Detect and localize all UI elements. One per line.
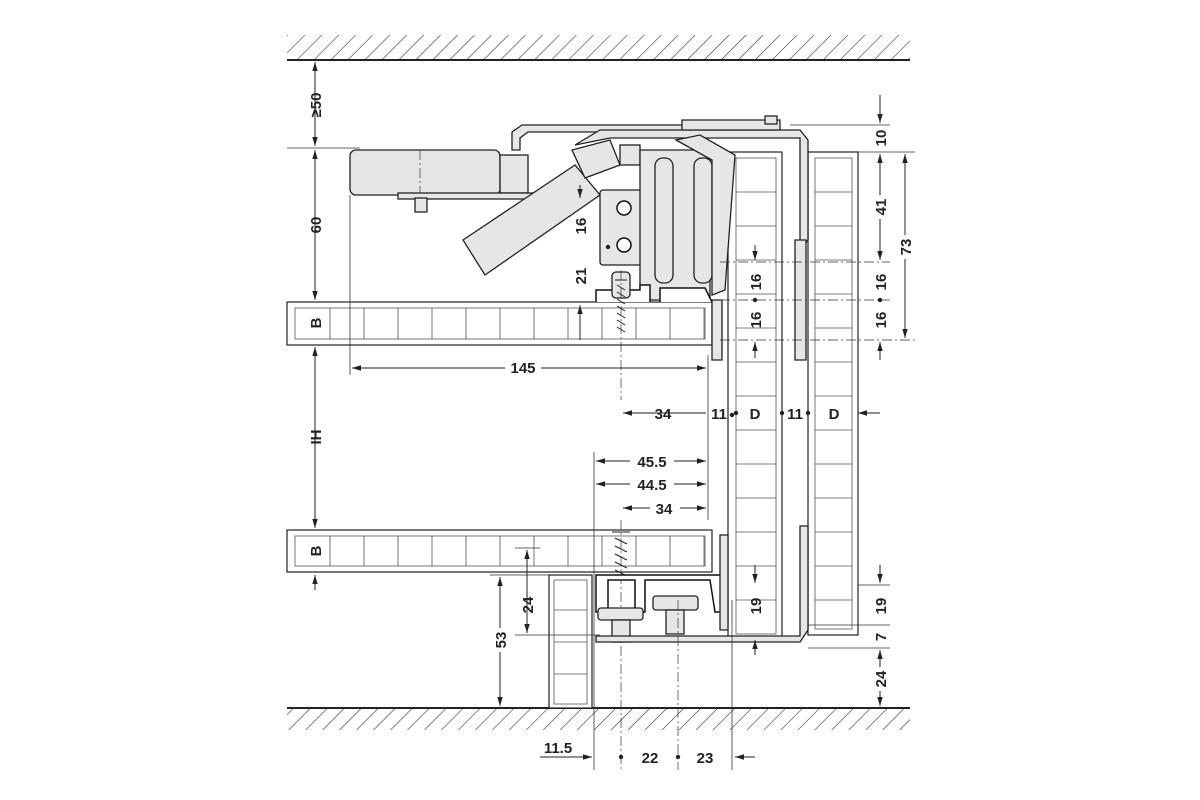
dim-gap-1: 11 [711, 406, 727, 423]
dim-34-bottom: 34 [656, 501, 673, 518]
dimension-dots [605, 244, 883, 760]
dim-right-10: 10 [873, 130, 890, 147]
dim-gap-2: 11 [787, 406, 803, 423]
dimension-dot [618, 754, 624, 760]
dim-hole-spacing: 16 [573, 218, 590, 235]
top-shelf [286, 301, 713, 346]
dim-fitting-height: 60 [308, 217, 325, 234]
dim-left-offset: 11.5 [544, 740, 572, 757]
dim-door-19: 19 [748, 598, 765, 615]
dim-right-16a: 16 [873, 274, 890, 291]
dim-rail-24: 24 [520, 596, 537, 613]
floor [287, 707, 910, 730]
extension-lines [287, 124, 915, 770]
dim-right-73: 73 [898, 239, 915, 256]
dim-center-23: 23 [697, 750, 714, 767]
dim-shelf-b-top: B [308, 317, 325, 328]
dimension-dot [779, 410, 785, 416]
dim-right-41: 41 [873, 199, 890, 216]
screw-bottom [612, 520, 630, 770]
dimension-dot [733, 410, 739, 416]
dim-inner-height: IH [308, 430, 325, 445]
dim-hole-height: 21 [573, 268, 590, 285]
dim-right-24: 24 [873, 670, 890, 687]
dim-shelf-b-bottom: B [308, 545, 325, 556]
dimension-dot [605, 244, 611, 250]
dim-door-16-upper: 16 [748, 274, 765, 291]
dimension-dot [729, 412, 735, 418]
plinth-panel [548, 574, 593, 709]
dim-top-clearance: ≥50 [308, 93, 325, 118]
ceiling [287, 35, 910, 61]
dim-offset-34: 34 [655, 406, 672, 423]
dim-right-7: 7 [873, 633, 890, 641]
dim-door-16-lower: 16 [748, 312, 765, 329]
dim-depth: 145 [510, 360, 535, 377]
dimension-dot [805, 410, 811, 416]
dimension-dot [675, 754, 681, 760]
dim-door-2: D [829, 406, 840, 423]
door-panel-2 [807, 151, 859, 636]
dim-door-1: D [750, 406, 761, 423]
screw-top [615, 270, 627, 400]
bottom-track-fitting [595, 525, 809, 770]
dim-44-5: 44.5 [637, 477, 666, 494]
bottom-shelf [286, 529, 713, 573]
dim-right-16b: 16 [873, 312, 890, 329]
dim-45-5: 45.5 [637, 454, 666, 471]
dimension-dot [752, 297, 758, 303]
dim-right-19: 19 [873, 598, 890, 615]
door-panel-1 [727, 151, 783, 641]
top-track-fitting [349, 115, 809, 361]
dim-center-22: 22 [642, 750, 659, 767]
dimension-labels: ≥50 60 B IH B 145 34 11 D 11 D 45.5 44.5… [308, 93, 915, 767]
dimension-dot [877, 297, 883, 303]
dim-plinth-53: 53 [493, 632, 510, 649]
